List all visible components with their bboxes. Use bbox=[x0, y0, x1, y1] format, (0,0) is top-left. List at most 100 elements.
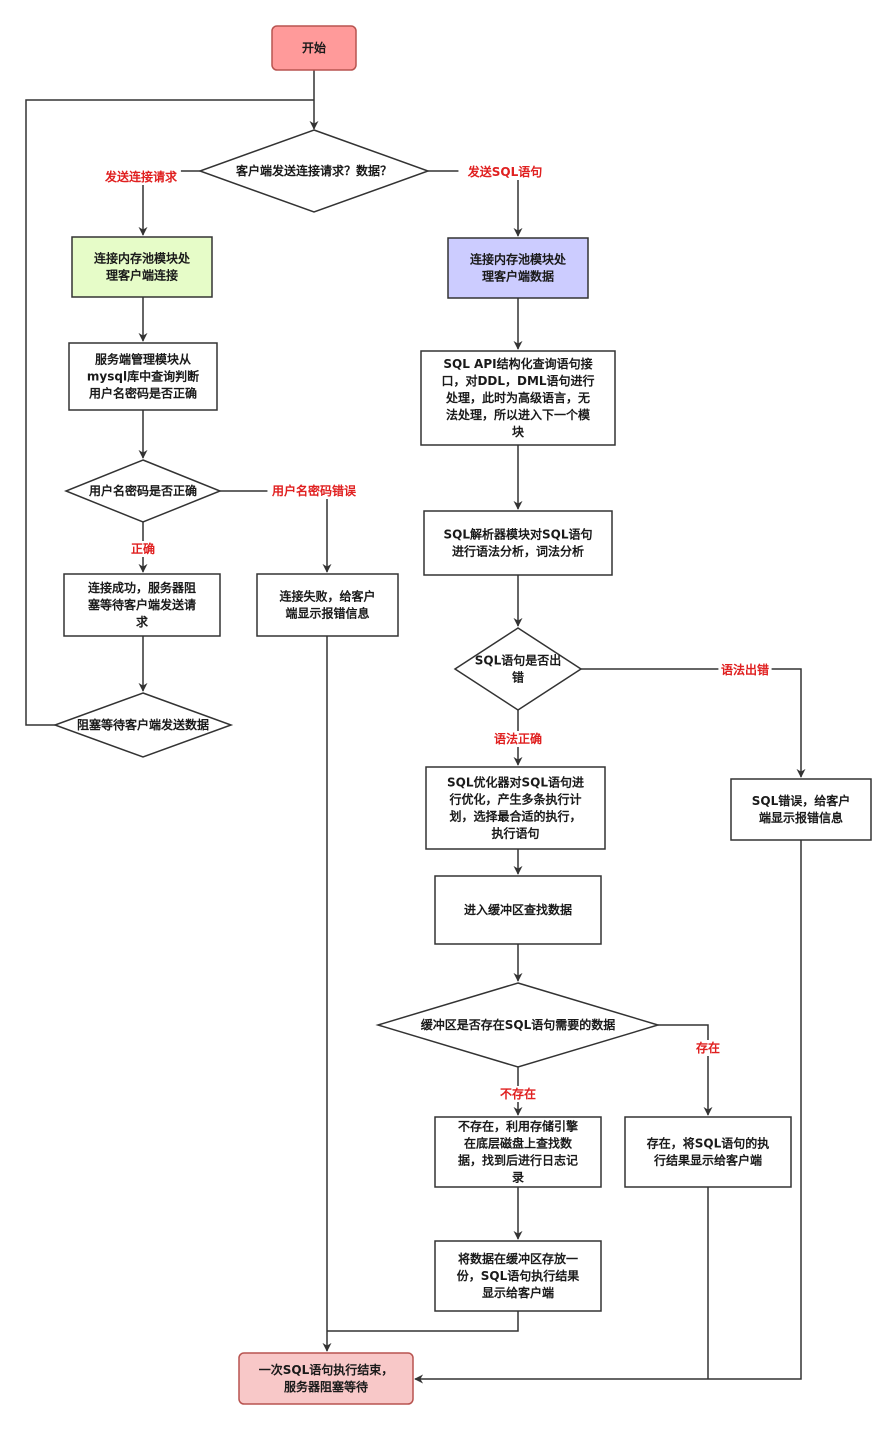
edge-to-conn-fail bbox=[220, 490, 332, 573]
node-text-line: 求 bbox=[136, 614, 149, 629]
node-text-line: 存在，将SQL语句的执 bbox=[646, 1136, 770, 1151]
node-text-line: 不存在，利用存储引擎 bbox=[458, 1119, 578, 1134]
node-text-line: 执行语句 bbox=[491, 826, 539, 841]
edge-label-not-exist: 不存在 bbox=[500, 1086, 536, 1101]
edge-label-bg bbox=[491, 731, 545, 747]
node-text-line: 法处理，所以进入下一个模 bbox=[446, 407, 591, 422]
node-text-line: 阻塞等待客户端发送数据 bbox=[77, 717, 209, 732]
decision-diamond bbox=[453, 627, 583, 711]
node-sql-api: SQL API结构化查询语句接口，对DDL，DML语句进行处理，此时为高级语言，… bbox=[420, 350, 616, 446]
node-text-line: 用户名密码是否正确 bbox=[88, 386, 197, 401]
node-text-line: SQL API结构化查询语句接 bbox=[443, 356, 592, 371]
decision-diamond bbox=[375, 982, 661, 1068]
process-box bbox=[434, 1240, 602, 1312]
node-decision-request: 客户端发送连接请求？数据？ bbox=[197, 129, 431, 213]
process-box bbox=[420, 350, 616, 446]
node-text-line: 显示给客户端 bbox=[482, 1285, 554, 1300]
node-text-line: 连接内存池模块处 bbox=[94, 251, 191, 266]
node-text-line: 塞等待客户端发送请 bbox=[88, 597, 196, 612]
node-start: 开始 bbox=[271, 25, 357, 71]
node-text-line: SQL语句是否出 bbox=[475, 653, 562, 668]
edge-label-correct: 正确 bbox=[131, 541, 155, 556]
node-text-line: 行优化，产生多条执行计 bbox=[448, 792, 581, 807]
node-text-line: 连接失败，给客户 bbox=[279, 589, 375, 604]
node-text-line: SQL优化器对SQL语句进 bbox=[447, 775, 584, 790]
node-text-line: 开始 bbox=[302, 40, 326, 55]
edge-label-bg bbox=[267, 483, 361, 499]
edge-label-send-sql: 发送SQL语句 bbox=[467, 164, 543, 179]
node-decision-block: 阻塞等待客户端发送数据 bbox=[52, 692, 234, 758]
process-box bbox=[256, 573, 399, 637]
process-box bbox=[730, 778, 872, 841]
process-box bbox=[434, 1116, 602, 1188]
process-box bbox=[71, 236, 213, 298]
edge-label-bg bbox=[129, 541, 157, 557]
node-text-line: 录 bbox=[512, 1171, 524, 1185]
process-box bbox=[434, 875, 602, 945]
decision-diamond bbox=[197, 129, 431, 213]
edge-label-password-wrong: 用户名密码错误 bbox=[271, 483, 357, 498]
node-text-line: 端显示报错信息 bbox=[759, 810, 843, 825]
edge-label-bg bbox=[101, 169, 181, 185]
node-text-line: 行结果显示给客户端 bbox=[653, 1153, 762, 1168]
node-text-line: 错 bbox=[512, 670, 524, 685]
process-box bbox=[63, 573, 221, 637]
node-text-line: 理客户端数据 bbox=[482, 269, 554, 284]
node-text-line: 块 bbox=[512, 424, 525, 439]
edge-label-bg bbox=[458, 164, 552, 180]
edge-label-send-request: 发送连接请求 bbox=[104, 169, 178, 184]
edge-label-syntax-correct: 语法正确 bbox=[494, 731, 542, 746]
node-text-line: 口，对DDL，DML语句进行 bbox=[441, 373, 594, 388]
edge-sqlerror-to-end bbox=[414, 840, 802, 1384]
node-text-line: SQL错误，给客户 bbox=[752, 793, 851, 808]
node-text-line: 连接内存池模块处 bbox=[470, 252, 567, 267]
edge-to-conn-pool-data bbox=[428, 170, 523, 237]
node-text-line: 据，找到后进行日志记 bbox=[458, 1153, 578, 1168]
edge-label-bg bbox=[498, 1086, 538, 1102]
edge-to-exist bbox=[658, 1024, 713, 1116]
node-text-line: 端显示报错信息 bbox=[285, 606, 369, 621]
node-text-line: 服务端管理模块从 bbox=[95, 352, 191, 367]
node-buffer-search: 进入缓冲区查找数据 bbox=[434, 875, 602, 945]
terminal-box bbox=[271, 25, 357, 71]
edge-label-bg bbox=[718, 662, 772, 678]
edge-label-syntax-error: 语法出错 bbox=[721, 662, 769, 677]
process-box bbox=[624, 1116, 792, 1188]
edge-loop-back bbox=[25, 99, 314, 726]
node-text-line: 在底层磁盘上查找数 bbox=[464, 1136, 573, 1151]
edge-label-bg bbox=[694, 1040, 722, 1056]
edge-to-sql-error bbox=[581, 668, 806, 778]
decision-diamond bbox=[52, 692, 234, 758]
node-text-line: 进行语法分析，词法分析 bbox=[452, 544, 584, 559]
node-text-line: 进入缓冲区查找数据 bbox=[464, 902, 572, 917]
node-text-line: 服务器阻塞等待 bbox=[284, 1379, 368, 1394]
process-box bbox=[423, 510, 613, 576]
node-text-line: 份，SQL语句执行结果 bbox=[457, 1268, 580, 1283]
node-text-line: 客户端发送连接请求？数据？ bbox=[235, 163, 392, 178]
node-text-line: SQL解析器模块对SQL语句 bbox=[444, 527, 593, 542]
node-text-line: 划，选择最合适的执行， bbox=[449, 809, 581, 824]
process-box bbox=[425, 766, 606, 850]
node-text-line: 用户名密码是否正确 bbox=[88, 483, 197, 498]
node-text-line: mysql库中查询判断 bbox=[87, 369, 199, 384]
terminal-box bbox=[238, 1352, 414, 1405]
decision-diamond bbox=[63, 459, 223, 523]
edge-label-exist: 存在 bbox=[695, 1040, 720, 1055]
node-text-line: 连接成功，服务器阻 bbox=[88, 580, 196, 595]
